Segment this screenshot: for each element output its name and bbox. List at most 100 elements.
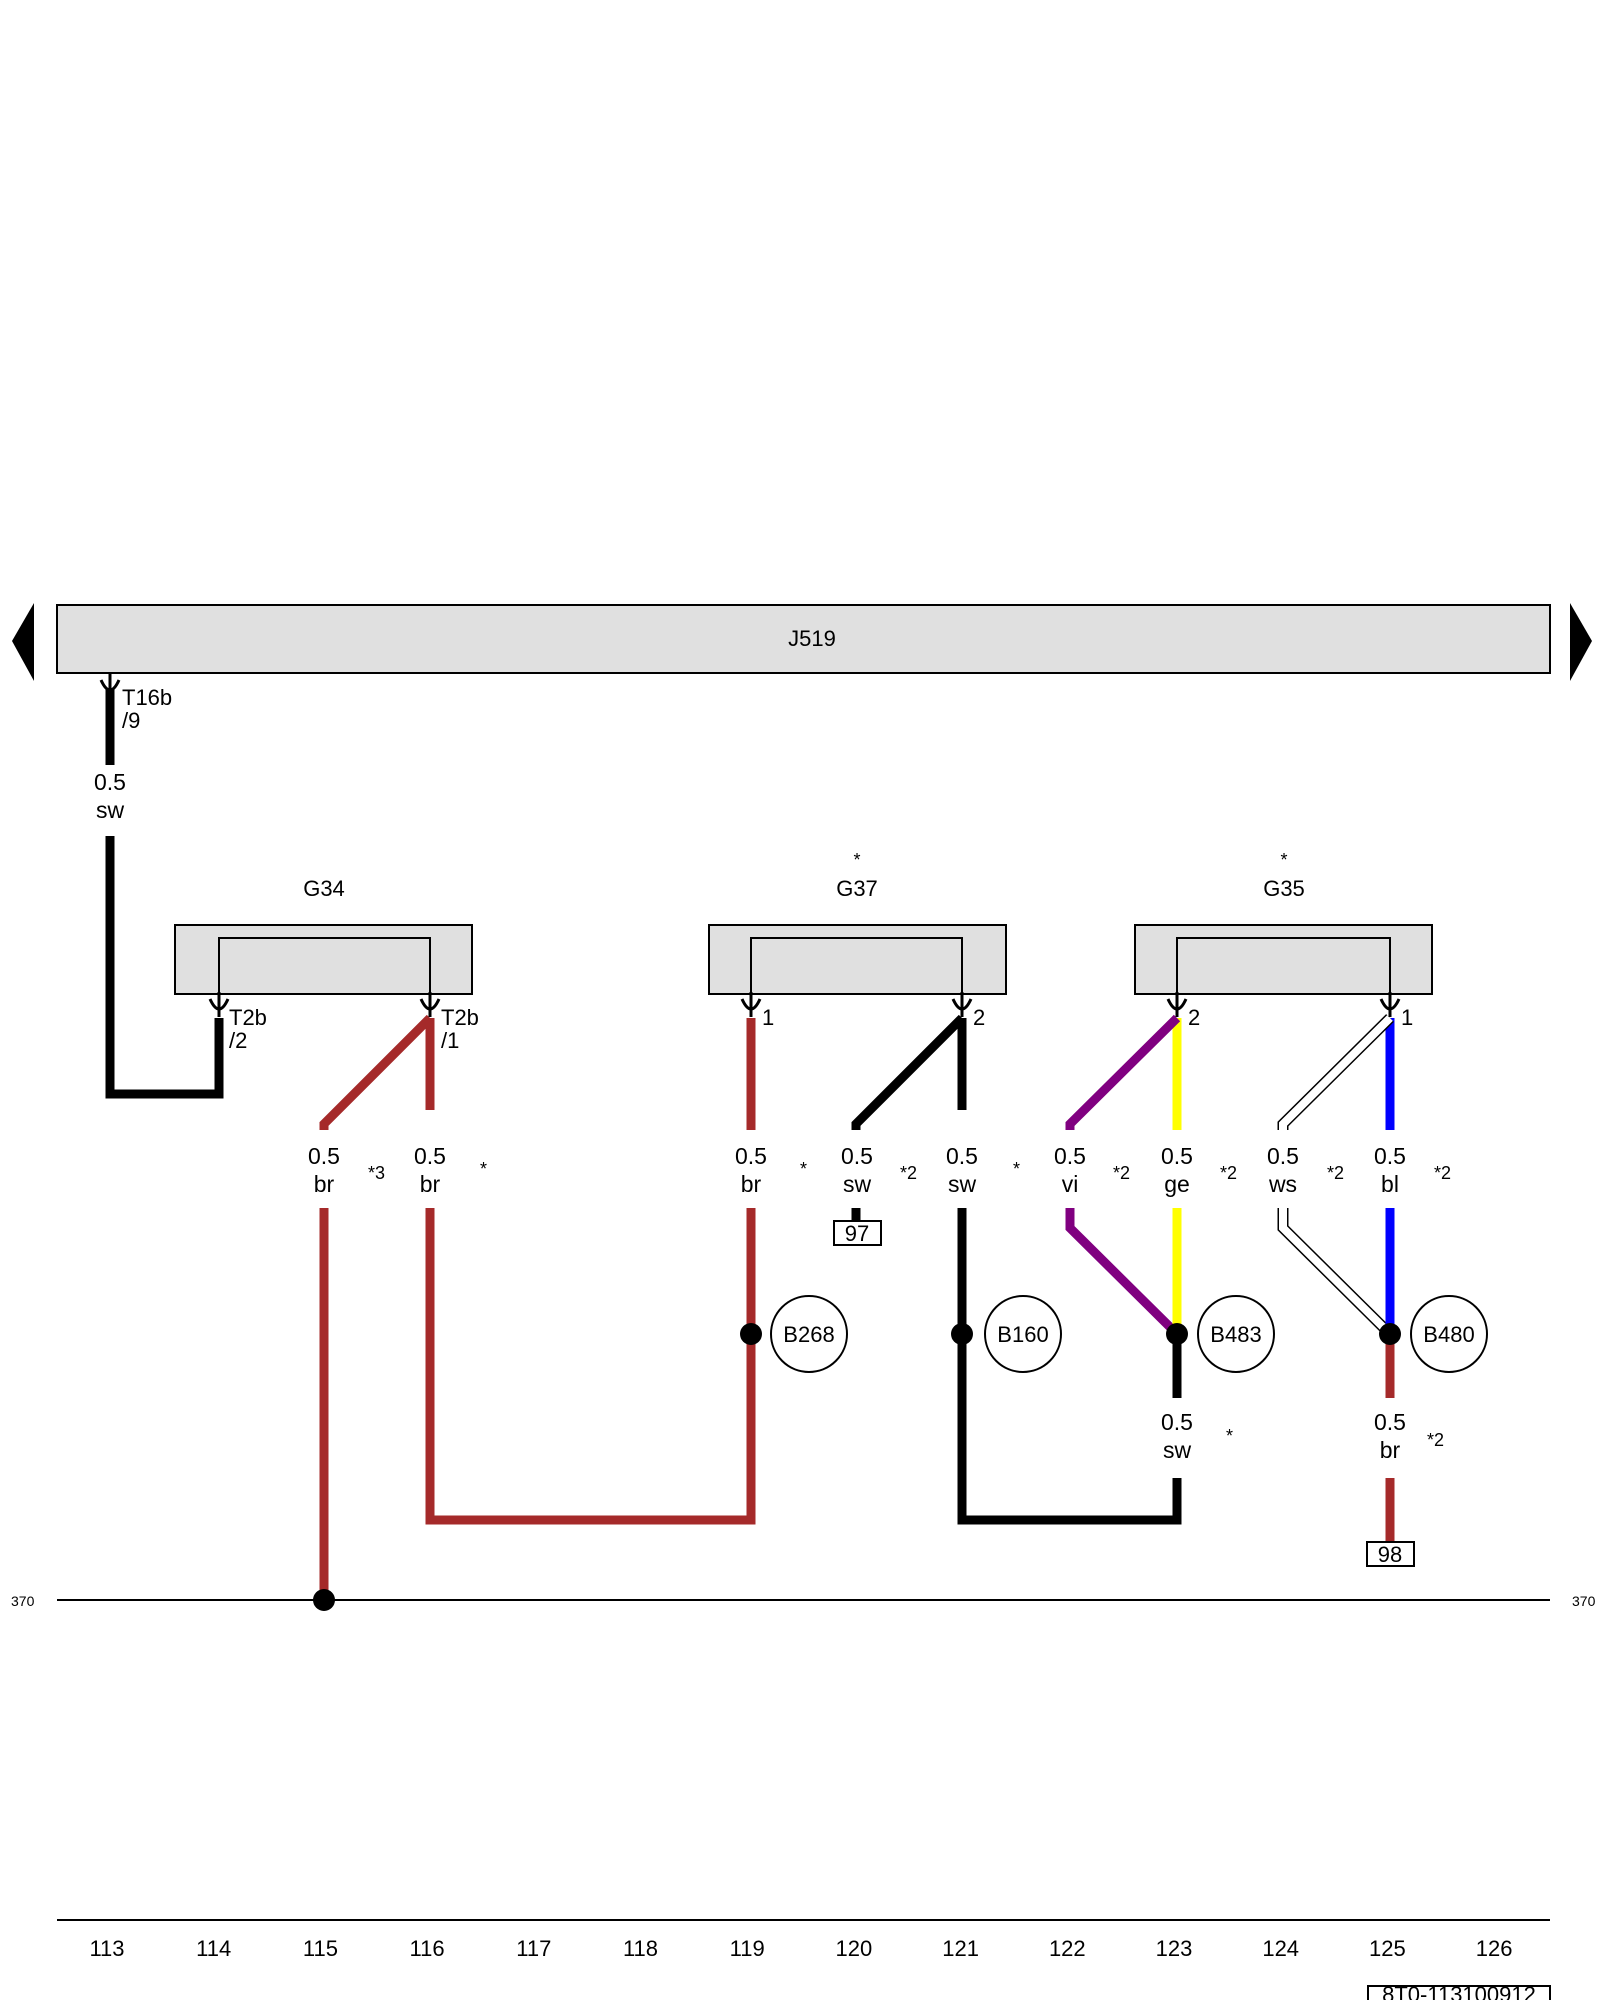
svg-text:sw: sw: [843, 1171, 872, 1197]
connector-g37-right-pin-icon[interactable]: [951, 992, 973, 1017]
splice-b480-label: B480: [1423, 1322, 1474, 1347]
sensor-g35[interactable]: [1134, 924, 1433, 995]
svg-text:0.5: 0.5: [414, 1143, 446, 1169]
sensor-g37-note: *: [853, 850, 860, 870]
splice-b160-label: B160: [997, 1322, 1048, 1347]
ruler-label: 119: [730, 1936, 765, 1961]
splice-point[interactable]: [951, 1323, 973, 1345]
connector-g34-right-name: T2b: [441, 1005, 479, 1030]
svg-text:0.5: 0.5: [1161, 1143, 1193, 1169]
sensor-g34[interactable]: [174, 924, 473, 995]
sensor-g37[interactable]: [708, 924, 1007, 995]
ruler-label: 115: [303, 1936, 338, 1961]
sensor-g34-label: G34: [303, 876, 345, 901]
svg-text:*2: *2: [900, 1163, 917, 1183]
wire-label-124: 0.5 ws *2: [1267, 1143, 1344, 1197]
reference-97-box[interactable]: [833, 1220, 882, 1246]
svg-text:0.5: 0.5: [1161, 1409, 1193, 1435]
wire-label-115: 0.5 br *3: [308, 1143, 385, 1197]
splice-point[interactable]: [1379, 1323, 1401, 1345]
svg-text:*2: *2: [1113, 1163, 1130, 1183]
wire-122-lower[interactable]: [1065, 1208, 1181, 1338]
connector-t16b-pin: /9: [122, 708, 140, 733]
connector-g35-right-pin: 1: [1401, 1005, 1413, 1030]
connector-g35-left-pin-icon[interactable]: [1166, 992, 1188, 1017]
reference-98-label: 98: [1378, 1542, 1402, 1567]
connector-g34-left-pin-icon[interactable]: [208, 992, 230, 1017]
splice-point[interactable]: [1166, 1323, 1188, 1345]
control-unit-label: J519: [788, 626, 836, 651]
connector-g37-left-pin: 1: [762, 1005, 774, 1030]
splice-b160-symbol[interactable]: [984, 1295, 1062, 1373]
wire-label-123: 0.5 ge *2: [1161, 1143, 1237, 1197]
ground-splice-point[interactable]: [313, 1589, 335, 1611]
wire-label-123b: 0.5 sw *: [1161, 1409, 1233, 1463]
svg-text:sw: sw: [96, 797, 125, 823]
svg-text:*: *: [800, 1159, 807, 1179]
splice-b483-symbol[interactable]: [1197, 1295, 1275, 1373]
ruler-label: 116: [410, 1936, 445, 1961]
connector-g35-right-pin-icon[interactable]: [1379, 992, 1401, 1017]
wire-label-120: 0.5 sw *2: [841, 1143, 917, 1197]
wire-122-upper[interactable]: [1065, 1014, 1181, 1130]
splice-point[interactable]: [740, 1323, 762, 1345]
svg-text:0.5: 0.5: [1374, 1143, 1406, 1169]
svg-text:*2: *2: [1427, 1430, 1444, 1450]
connector-g37-right-pin: 2: [973, 1005, 985, 1030]
svg-text:0.5: 0.5: [308, 1143, 340, 1169]
ground-label-left: 370: [11, 1593, 35, 1609]
sensor-g35-note: *: [1280, 850, 1287, 870]
svg-text:0.5: 0.5: [1374, 1409, 1406, 1435]
connector-g34-right-pin-icon[interactable]: [419, 992, 441, 1017]
wire-124-lower[interactable]: [1279, 1208, 1393, 1337]
svg-text:*: *: [1226, 1426, 1233, 1446]
reference-97-label: 97: [845, 1221, 869, 1246]
wire-120-diag[interactable]: [851, 1014, 966, 1130]
previous-page-arrow-icon[interactable]: [12, 603, 34, 681]
wire-label-119: 0.5 br *: [735, 1143, 807, 1197]
splice-b268-symbol[interactable]: [770, 1295, 848, 1373]
wire-115-upper[interactable]: [319, 1014, 434, 1130]
svg-text:0.5: 0.5: [94, 769, 126, 795]
wire-label-121: 0.5 sw *: [946, 1143, 1020, 1197]
svg-text:bl: bl: [1381, 1171, 1399, 1197]
wire-label-122: 0.5 vi *2: [1054, 1143, 1130, 1197]
wire-121-lower[interactable]: [957, 1208, 1182, 1525]
wire-label-125b: 0.5 br *2: [1374, 1409, 1444, 1463]
ruler-label: 126: [1476, 1936, 1513, 1961]
svg-text:br: br: [1380, 1437, 1401, 1463]
wire-124-upper[interactable]: [1279, 1015, 1393, 1130]
connector-t16b-name: T16b: [122, 685, 172, 710]
wire-116-lower[interactable]: [425, 1208, 756, 1525]
svg-text:br: br: [741, 1171, 762, 1197]
control-unit-j519[interactable]: [56, 604, 1551, 674]
svg-text:*2: *2: [1327, 1163, 1344, 1183]
connector-g35-left-pin: 2: [1188, 1005, 1200, 1030]
splice-b480-symbol[interactable]: [1410, 1295, 1488, 1373]
wire-label-113: 0.5 sw: [94, 769, 126, 823]
sensor-g34-internal: [218, 937, 431, 994]
ruler-label: 120: [836, 1936, 873, 1961]
svg-text:0.5: 0.5: [735, 1143, 767, 1169]
sensor-g37-internal: [750, 937, 963, 994]
next-page-arrow-icon[interactable]: [1570, 603, 1592, 681]
ruler-label: 114: [196, 1936, 231, 1961]
svg-text:vi: vi: [1062, 1171, 1079, 1197]
ruler-label: 113: [89, 1936, 124, 1961]
wire-113-lower[interactable]: [105, 836, 224, 1099]
document-id-box: [1367, 1985, 1551, 2000]
ruler-label: 121: [942, 1936, 979, 1961]
svg-text:*2: *2: [1434, 1163, 1451, 1183]
connector-g37-left-pin-icon[interactable]: [740, 992, 762, 1017]
ruler-label: 117: [516, 1936, 551, 1961]
sensor-g35-label: G35: [1263, 876, 1305, 901]
wire-label-116: 0.5 br *: [414, 1143, 487, 1197]
ruler-label: 118: [623, 1936, 658, 1961]
svg-text:0.5: 0.5: [946, 1143, 978, 1169]
connector-t16b-pin-icon[interactable]: [99, 673, 121, 698]
sensor-g35-internal: [1176, 937, 1391, 994]
reference-98-box[interactable]: [1366, 1541, 1415, 1567]
ruler-label: 122: [1049, 1936, 1086, 1961]
